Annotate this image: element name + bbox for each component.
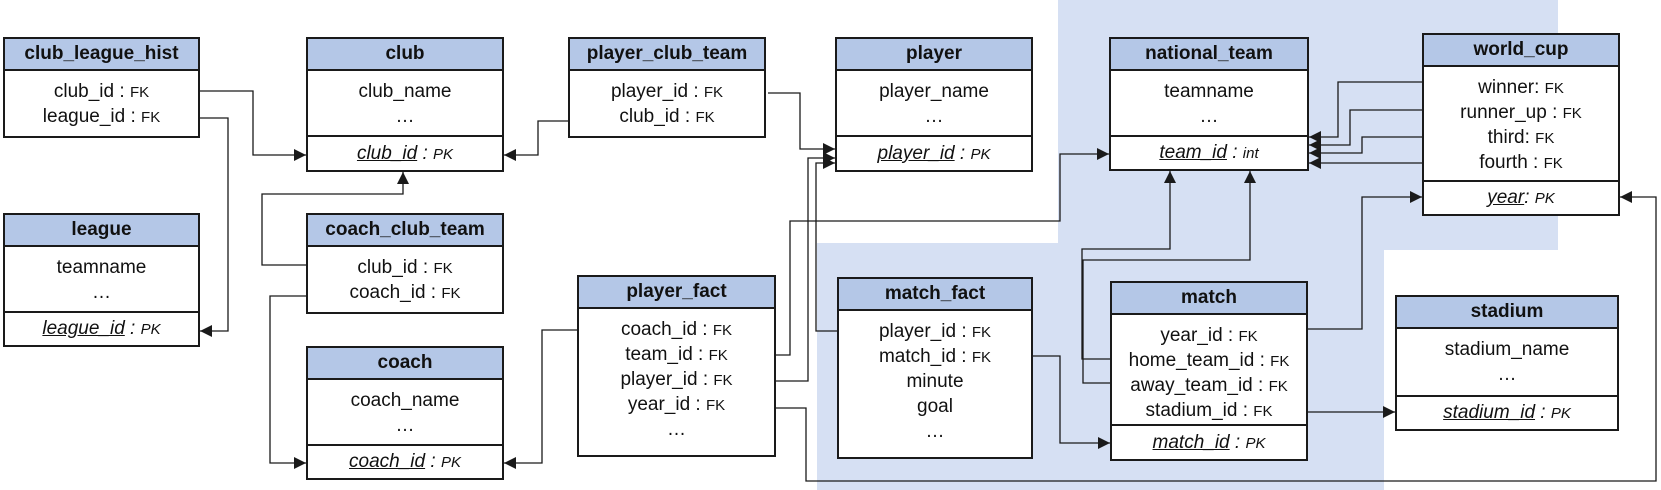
edge-match-home <box>1081 171 1176 360</box>
attribute-row: home_team_id : FK <box>1128 350 1290 371</box>
attribute-row: league_id : FK <box>42 106 161 127</box>
entity-title: player_fact <box>579 277 774 309</box>
attribute-row: coach_name <box>350 390 460 411</box>
edge-wc-runner <box>1309 109 1422 151</box>
attribute-row: club_id : FK <box>357 257 453 278</box>
attribute-row: club_id : FK <box>53 81 150 102</box>
attribute-row: teamname <box>1164 81 1254 102</box>
primary-key: match_id : PK <box>1112 424 1306 459</box>
attribute-row: player_id : FK <box>610 81 724 102</box>
entity-player: player player_name … player_id : PK <box>835 37 1033 172</box>
entity-league: league teamname … league_id : PK <box>3 213 200 347</box>
attribute-row: stadium_id : FK <box>1145 400 1273 421</box>
entity-club-league-hist: club_league_hist club_id : FK league_id … <box>3 37 200 138</box>
attribute-row: match_id : FK <box>878 346 992 367</box>
entity-match: match year_id : FK home_team_id : FK awa… <box>1110 281 1308 461</box>
edge-mf-match <box>1033 355 1110 449</box>
attribute-row: team_id : FK <box>625 344 728 365</box>
attribute-row: player_id : FK <box>620 369 733 390</box>
attribute-row: player_name <box>879 81 989 102</box>
edge-match-away <box>1082 171 1256 384</box>
edge-pf-player <box>776 152 835 382</box>
attribute-row: coach_id : FK <box>620 319 733 340</box>
entity-title: coach_club_team <box>308 215 502 247</box>
edge-pct-club <box>504 120 568 161</box>
attribute-row: stadium_name <box>1444 339 1570 360</box>
entity-title: match <box>1112 283 1306 315</box>
edge-mf-player <box>815 157 837 332</box>
attribute-row: minute <box>906 371 964 392</box>
entity-stadium: stadium stadium_name … stadium_id : PK <box>1395 295 1619 431</box>
entity-title: club_league_hist <box>5 39 198 71</box>
entity-player-club-team: player_club_team player_id : FK club_id … <box>568 37 766 138</box>
attribute-row: … <box>925 421 945 442</box>
edge-pf-team <box>776 148 1109 356</box>
attribute-row: … <box>667 419 686 440</box>
attribute-row: … <box>1497 364 1517 385</box>
entity-title: coach <box>308 348 502 380</box>
edge-clh-league <box>200 117 229 337</box>
entity-player-fact: player_fact coach_id : FK team_id : FK p… <box>577 275 776 457</box>
attribute-row: runner_up : FK <box>1460 102 1582 123</box>
edge-cct-club <box>261 172 409 266</box>
edge-pf-coach <box>504 329 577 469</box>
attribute-row: coach_id : FK <box>349 282 461 303</box>
attribute-row: club_id : FK <box>619 106 715 127</box>
attribute-row: year_id : FK <box>1160 325 1258 346</box>
edge-wc-third <box>1309 136 1422 159</box>
edge-pf-year <box>776 191 1657 482</box>
entity-coach: coach coach_name … coach_id : PK <box>306 346 504 480</box>
entity-title: league <box>5 215 198 247</box>
attribute-row: player_id : FK <box>878 321 992 342</box>
entity-coach-club-team: coach_club_team club_id : FK coach_id : … <box>306 213 504 314</box>
attribute-row: fourth : FK <box>1479 152 1563 173</box>
edge-pct-player <box>768 92 835 155</box>
attribute-row: away_team_id : FK <box>1130 375 1288 396</box>
entity-title: match_fact <box>839 279 1031 311</box>
primary-key: league_id : PK <box>5 311 198 345</box>
attribute-row: … <box>924 106 944 127</box>
entity-title: club <box>308 39 502 71</box>
attribute-row: winner: FK <box>1478 77 1564 98</box>
attribute-row: teamname <box>56 257 147 278</box>
edge-wc-winner <box>1309 81 1422 143</box>
entity-national-team: national_team teamname … team_id : int <box>1109 37 1309 171</box>
primary-key: team_id : int <box>1111 135 1307 169</box>
attribute-row: … <box>395 106 415 127</box>
attribute-row: third: FK <box>1487 127 1555 148</box>
attribute-row: … <box>1199 106 1219 127</box>
edge-match-year <box>1308 191 1422 330</box>
entity-match-fact: match_fact player_id : FK match_id : FK … <box>837 277 1033 459</box>
attribute-row: … <box>92 282 111 303</box>
entity-title: stadium <box>1397 297 1617 329</box>
entity-world-cup: world_cup winner: FK runner_up : FK thir… <box>1422 33 1620 216</box>
entity-title: national_team <box>1111 39 1307 71</box>
primary-key: club_id : PK <box>308 135 502 170</box>
primary-key: player_id : PK <box>837 135 1031 170</box>
primary-key: year: PK <box>1424 180 1618 214</box>
primary-key: stadium_id : PK <box>1397 395 1617 429</box>
attribute-row: goal <box>917 396 953 417</box>
edge-cct-coach <box>269 295 306 469</box>
attribute-row: … <box>395 415 415 436</box>
entity-title: player_club_team <box>570 39 764 71</box>
primary-key: coach_id : PK <box>308 444 502 478</box>
entity-title: player <box>837 39 1031 71</box>
attribute-row: club_name <box>358 81 452 102</box>
entity-club: club club_name … club_id : PK <box>306 37 504 172</box>
attribute-row: year_id : FK <box>627 394 726 415</box>
edge-clh-club <box>200 90 306 161</box>
entity-title: world_cup <box>1424 35 1618 67</box>
